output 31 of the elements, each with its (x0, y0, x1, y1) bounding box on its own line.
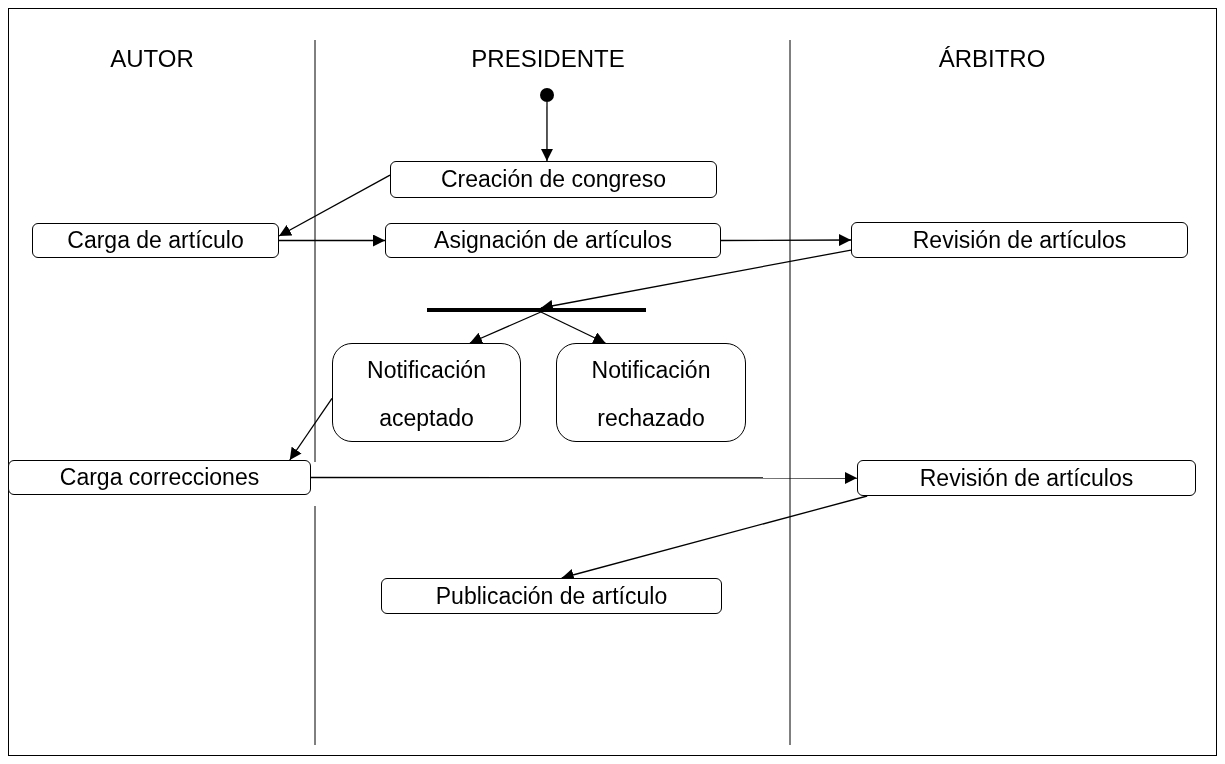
arrow (278, 234, 386, 247)
activity-box (556, 343, 746, 442)
arrow (540, 311, 607, 344)
activity-box (385, 223, 721, 258)
activity-box (857, 460, 1196, 496)
activity-label: Asignación de artículos (434, 229, 672, 252)
activity-box (851, 222, 1188, 258)
activity-box (32, 223, 279, 258)
activity-label: Creación de congreso (441, 168, 666, 191)
activity-label: Carga de artículo (67, 229, 244, 252)
activity-label: Carga correcciones (59, 466, 260, 489)
activity-label: Revisión de artículos (919, 466, 1134, 490)
activity-box (332, 343, 521, 442)
activity-label: Revisión de artículos (912, 228, 1127, 252)
arrow (310, 472, 858, 484)
initial-node-dot (540, 88, 554, 102)
fork-bar (427, 308, 646, 312)
arrow (540, 101, 553, 162)
arrow (289, 397, 333, 461)
activity-box (381, 578, 722, 614)
swimlane-heading: PRESIDENTE (471, 45, 625, 73)
swimlane-heading: AUTOR (110, 45, 194, 73)
arrow (469, 311, 542, 344)
activity-label: Publicación de artículo (435, 584, 668, 608)
activity-label: Notificación rechazado (590, 356, 712, 434)
activity-label: Notificación aceptado (366, 356, 487, 434)
arrow (278, 174, 391, 237)
activity-box (8, 460, 311, 495)
arrow (720, 234, 852, 247)
swimlane-heading: ÁRBITRO (938, 45, 1046, 73)
activity-box (390, 161, 717, 198)
